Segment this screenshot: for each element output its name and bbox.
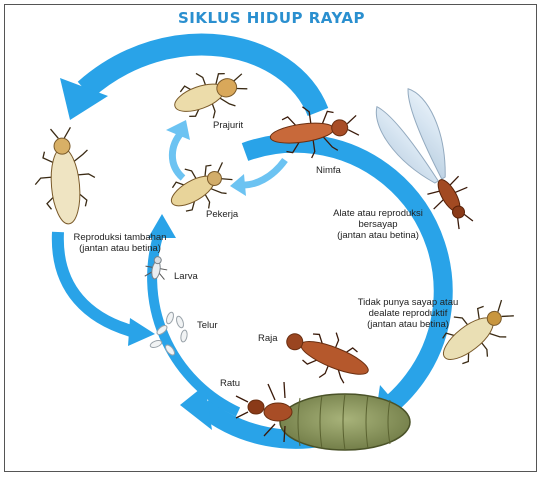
arrowhead-worker <box>230 174 246 196</box>
worker-termite <box>170 162 233 212</box>
label-reproduksi-tambahan: Reproduksi tambahan (jantan atau betina) <box>60 232 180 254</box>
label-tambahan-line1: Reproduksi tambahan <box>73 232 167 243</box>
label-dealate-line1: Tidak punya sayap atau <box>357 297 459 308</box>
larva-termite <box>144 256 168 280</box>
cycle-ring <box>147 133 453 449</box>
nymph-termite <box>269 106 360 159</box>
label-tambahan-line2: (jantan atau betina) <box>79 243 161 254</box>
arrow-worker-to-soldier <box>168 129 186 181</box>
label-pekerja: Pekerja <box>206 209 239 220</box>
label-prajurit: Prajurit <box>213 120 244 131</box>
king-termite <box>286 332 369 384</box>
label-dealate-line2: dealate reproduktif <box>368 308 448 319</box>
arrow-to-supplementary <box>77 33 329 117</box>
arrow-supplementary-to-eggs <box>51 231 137 338</box>
label-alate-line1: Alate atau reproduksi <box>333 208 423 219</box>
diagram-title: SIKLUS HIDUP RAYAP <box>178 9 365 27</box>
label-ratu: Ratu <box>220 378 241 389</box>
soldier-termite <box>174 72 248 119</box>
label-larva: Larva <box>174 271 198 282</box>
label-alate-line3: (jantan atau betina) <box>337 230 419 241</box>
label-alate: Alate atau reproduksi bersayap (jantan a… <box>318 208 438 241</box>
alate-termite <box>375 88 474 230</box>
dealate-termite <box>442 299 514 365</box>
arrowhead-soldier <box>166 120 190 140</box>
label-dealate: Tidak punya sayap atau dealate reprodukt… <box>348 297 468 330</box>
arrowhead-eggs <box>128 318 155 346</box>
arrowhead-left-up <box>148 214 176 238</box>
label-telur: Telur <box>197 320 218 331</box>
label-dealate-line3: (jantan atau betina) <box>367 319 449 330</box>
arrowhead-bottom-left <box>180 385 212 430</box>
arrow-nymph-to-worker <box>239 157 288 189</box>
label-alate-line2: bersayap <box>358 219 398 230</box>
arrowhead-supplementary <box>60 78 108 120</box>
queen-termite <box>235 381 411 451</box>
eggs <box>149 311 188 356</box>
label-nimfa: Nimfa <box>316 165 341 176</box>
supplementary-reproductive-termite <box>34 127 96 225</box>
label-raja: Raja <box>258 333 278 344</box>
